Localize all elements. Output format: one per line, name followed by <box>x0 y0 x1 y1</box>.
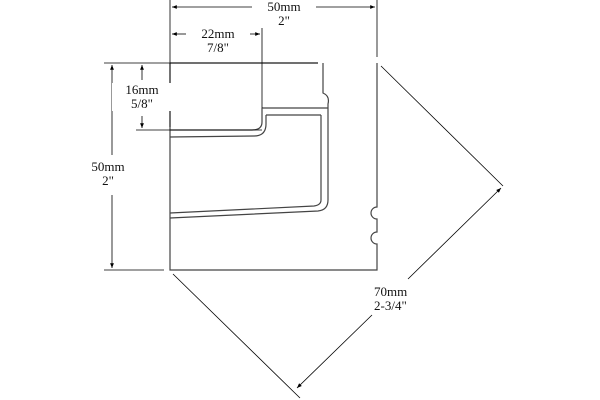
diagonal-metric: 70mm <box>374 284 408 299</box>
step-depth-label: 16mm 5/8" <box>112 83 172 111</box>
inner-width-label: 22mm 7/8" <box>186 27 250 55</box>
step-depth-imperial: 5/8" <box>131 96 153 111</box>
profile-outline <box>169 62 378 271</box>
overall-width-imperial: 2" <box>278 13 290 28</box>
overall-width-label: 50mm 2" <box>252 0 316 28</box>
overall-width-metric: 50mm <box>267 0 301 14</box>
inner-width-imperial: 7/8" <box>207 40 229 55</box>
overall-height-metric: 50mm <box>91 159 125 174</box>
overall-height-imperial: 2" <box>102 173 114 188</box>
diagonal-imperial: 2-3/4" <box>374 298 407 313</box>
dimension-lines <box>110 5 502 389</box>
inner-width-metric: 22mm <box>201 26 235 41</box>
extension-lines <box>104 0 504 399</box>
step-depth-metric: 16mm <box>125 82 159 97</box>
diagonal-label: 70mm 2-3/4" <box>372 285 436 313</box>
overall-height-label: 50mm 2" <box>78 160 138 188</box>
